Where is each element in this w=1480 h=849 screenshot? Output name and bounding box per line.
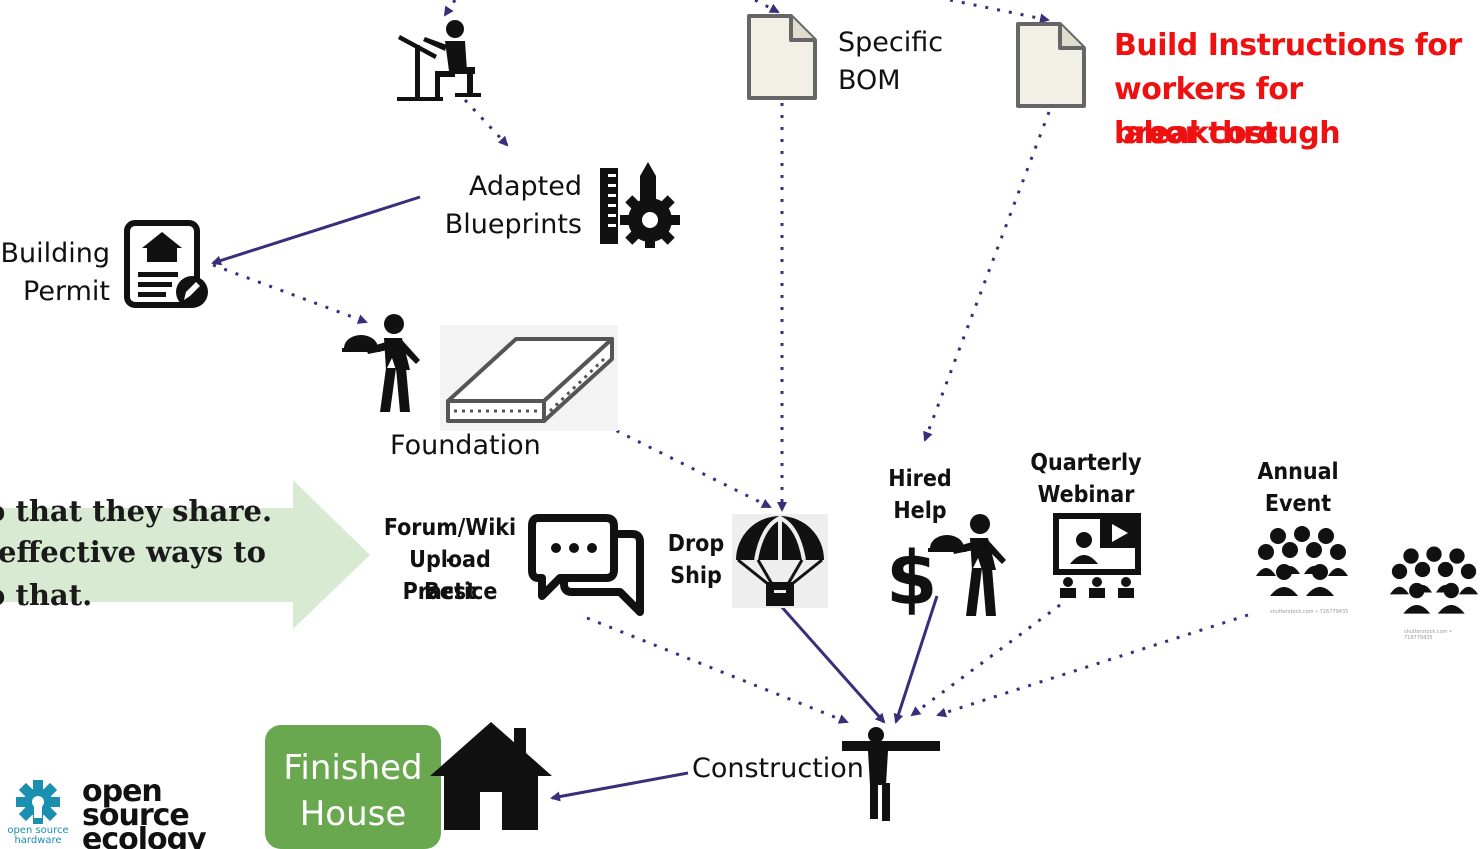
finished-house-line-2: House <box>299 794 407 834</box>
arrow-top-to-instructions <box>949 0 1050 24</box>
arrow-forum-to-construction <box>586 616 849 724</box>
bom-document-icon <box>747 14 817 100</box>
build-instructions-line-1: Build Instructions for <box>1114 28 1462 63</box>
parachute-drop-icon <box>732 514 828 608</box>
forum-wiki-line-3: Practice <box>402 579 498 605</box>
arrow-dropship-to-construction <box>778 604 886 724</box>
drop-ship-line-2: Ship <box>670 563 722 589</box>
drop-ship-line-1: Drop <box>667 531 725 557</box>
ose-logo-line-2: source <box>82 798 190 833</box>
building-permit-icon <box>124 220 208 308</box>
arrow-top-to-designer <box>443 0 457 17</box>
foundation-worker-icon <box>342 314 420 412</box>
arrow-foundation-to-dropship <box>594 418 772 509</box>
arrow-webinar-to-construction <box>910 603 1061 717</box>
green-arrow-shape <box>0 480 370 629</box>
arrow-blueprints-to-permit <box>211 195 421 266</box>
crowd-icon-2 <box>1389 546 1479 614</box>
arrow-hired-to-construction <box>893 595 939 724</box>
arrow-text-line-3: o that. <box>0 578 93 612</box>
annual-event-line-2: Event <box>1264 491 1332 517</box>
watermark-2: shutterstock.com • 716779435 <box>1404 629 1453 641</box>
construction-label: Construction <box>692 753 864 784</box>
arrow-text-line-1: o that they share. <box>0 494 273 528</box>
arrow-event-to-construction <box>936 613 1249 718</box>
foundation-slab-icon <box>440 325 618 431</box>
building-permit-line-2: Permit <box>23 276 110 307</box>
build-instructions-line-3: labor cost <box>1114 116 1278 151</box>
crowd-icon <box>1256 526 1348 596</box>
house-icon <box>430 722 552 830</box>
arrow-text-line-2: effective ways to <box>0 535 266 569</box>
hired-worker-dollar-icon: $ <box>886 514 1006 618</box>
quarterly-webinar-line-2: Webinar <box>1037 482 1135 508</box>
ose-logo-line-3: ecology <box>82 822 207 849</box>
instructions-document-icon <box>1016 22 1086 108</box>
arrow-top-to-bom <box>754 0 780 14</box>
specific-bom-line-1: Specific <box>838 27 944 58</box>
chat-bubbles-icon <box>528 514 644 616</box>
hired-help-line-1: Hired <box>888 466 952 492</box>
osh-text-line-2: hardware <box>14 835 62 846</box>
build-instructions-line-2: workers for breakthrough <box>1114 72 1341 151</box>
annual-event-line-1: Annual <box>1257 459 1339 485</box>
forum-wiki-line-2: Upload Best <box>409 547 491 605</box>
osh-text-line-1: open source <box>7 825 69 836</box>
building-permit-line-1: Building <box>0 238 110 269</box>
finished-house-line-1: Finished <box>283 748 423 788</box>
adapted-blueprints-line-1: Adapted <box>468 171 582 202</box>
arrow-designer-to-blueprints <box>463 98 509 147</box>
ose-logo-line-1: open <box>82 780 163 809</box>
forum-wiki-line-1: Forum/Wiki - <box>383 515 517 573</box>
webinar-screen-icon <box>1053 513 1141 598</box>
blueprint-tools-icon <box>600 162 680 248</box>
arrow-instructions-to-hired-help <box>923 111 1051 442</box>
osh-gear-icon <box>16 780 60 824</box>
foundation-label: Foundation <box>390 430 541 461</box>
quarterly-webinar-line-1: Quarterly <box>1030 450 1142 476</box>
designer-at-desk-icon <box>397 20 481 101</box>
finished-house-box: Finished House <box>265 725 441 849</box>
arrow-construction-to-house <box>550 771 689 802</box>
ose-logo: open source ecology <box>82 780 212 849</box>
specific-bom-line-2: BOM <box>838 65 901 96</box>
hired-help-line-2: Help <box>893 498 947 524</box>
worker-carrying-beam-icon <box>842 727 940 821</box>
adapted-blueprints-line-2: Blueprints <box>444 209 582 240</box>
watermark-1: shutterstock.com • 716779435 <box>1270 609 1349 615</box>
